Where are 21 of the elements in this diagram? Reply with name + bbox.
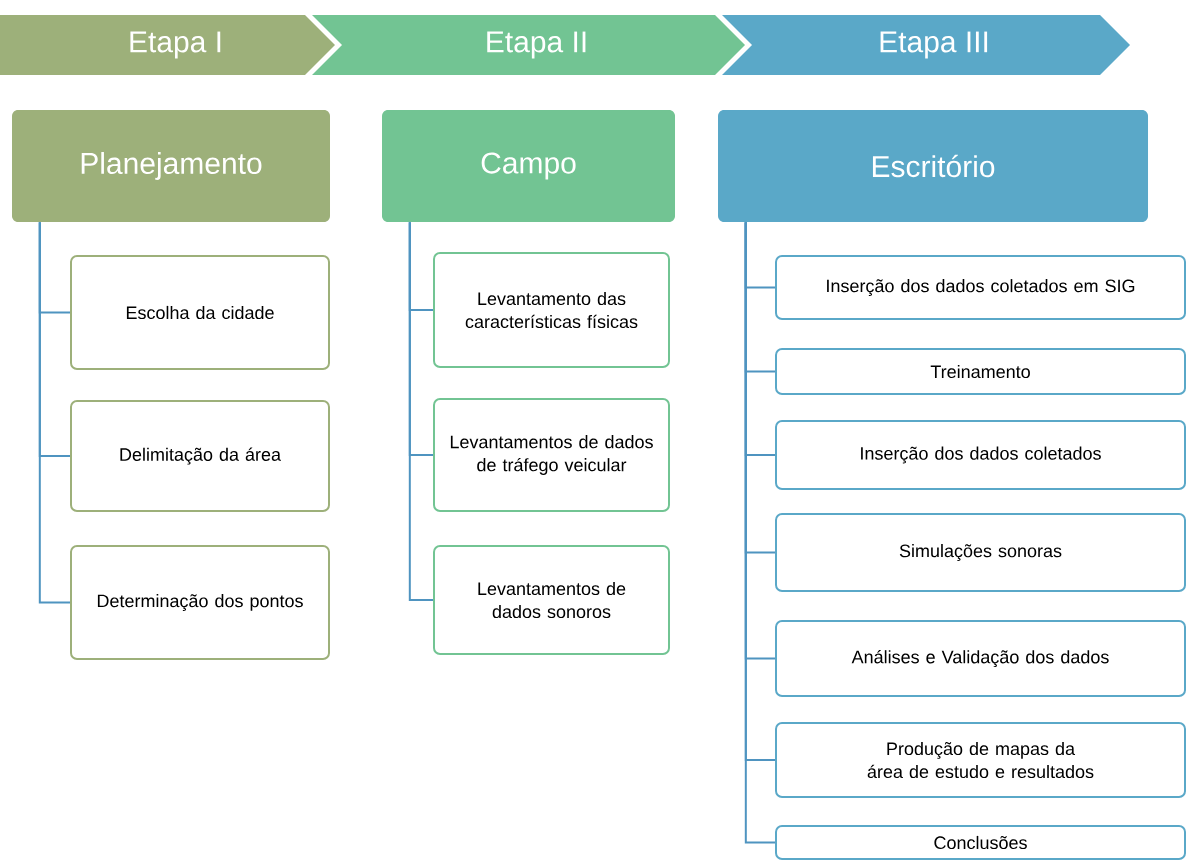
task-box: Simulações sonoras xyxy=(775,513,1186,592)
connector-line xyxy=(38,221,71,604)
task-box: Treinamento xyxy=(775,348,1186,395)
task-box: Produção de mapas da área de estudo e resultados xyxy=(775,722,1186,798)
task-box: Análises e Validação dos dados xyxy=(775,620,1186,697)
stage-banner: Etapa I xyxy=(0,15,335,75)
task-box: Inserção dos dados coletados xyxy=(775,420,1186,490)
task-box: Levantamento das características físicas xyxy=(433,252,670,368)
task-box: Escolha da cidade xyxy=(70,255,330,370)
task-box: Determinação dos pontos xyxy=(70,545,330,660)
task-box: Delimitação da área xyxy=(70,400,330,512)
stage-banner: Etapa III xyxy=(722,15,1130,75)
phase-box: Planejamento xyxy=(12,110,330,222)
task-box: Inserção dos dados coletados em SIG xyxy=(775,255,1186,320)
connector-line xyxy=(408,221,434,601)
task-box: Levantamentos de dados de tráfego veicular xyxy=(433,398,670,512)
stage-banner: Etapa II xyxy=(312,15,745,75)
phase-box: Campo xyxy=(382,110,675,222)
task-box: Conclusões xyxy=(775,825,1186,860)
phase-box: Escritório xyxy=(718,110,1148,222)
task-box: Levantamentos de dados sonoros xyxy=(433,545,670,655)
